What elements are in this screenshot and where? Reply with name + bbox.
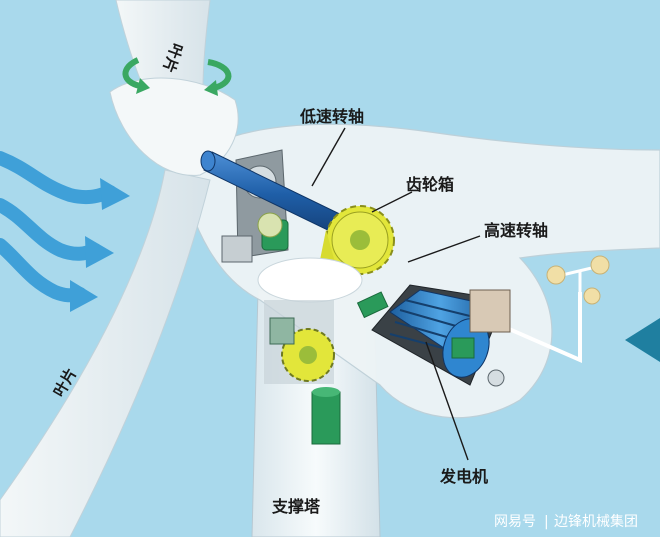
leader-lines — [311, 127, 481, 461]
anemometer-icon — [546, 255, 610, 305]
watermark-platform: 网易号 — [494, 514, 536, 530]
yaw-disc — [257, 257, 363, 303]
label-low-speed-shaft: 低速转轴 — [299, 107, 364, 126]
rotation-arrow-left-icon — [122, 57, 150, 94]
generator-assembly — [371, 284, 511, 387]
blade-bottom — [0, 169, 211, 537]
watermark-separator: | — [544, 514, 549, 530]
label-high-speed-shaft: 高速转轴 — [484, 221, 548, 240]
yaw-gear-icon — [264, 300, 341, 445]
shaft-end-cap — [200, 150, 216, 172]
tail-fin-icon — [625, 318, 660, 362]
watermark-author: 边锋机械集团 — [554, 513, 638, 530]
label-tower: 支撑塔 — [271, 497, 321, 516]
wind-arrowheads — [70, 178, 130, 312]
gearbox-gear-icon — [320, 205, 395, 275]
label-gearbox: 齿轮箱 — [406, 175, 454, 194]
wind-arrows-icon — [0, 151, 117, 303]
label-generator: 发电机 — [439, 467, 488, 486]
brake-disc — [257, 212, 283, 238]
tail-rod — [499, 292, 582, 364]
rotation-arrow-right-icon — [204, 59, 232, 96]
high-speed-shaft — [356, 291, 389, 319]
